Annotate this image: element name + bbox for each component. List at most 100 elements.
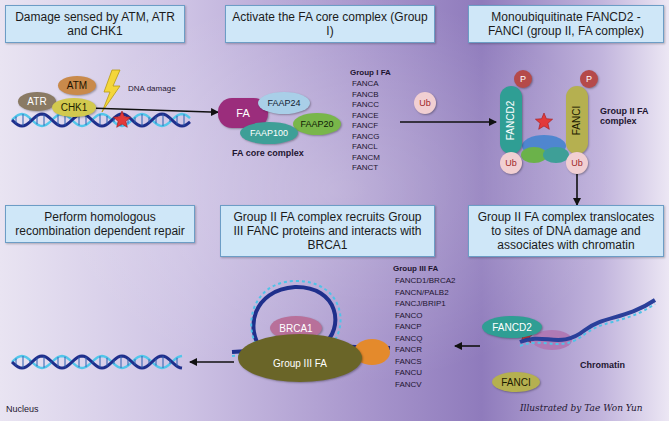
base-pair: [142, 114, 143, 126]
capsule-shape: FANCI: [566, 86, 588, 154]
circle-shape: Ub: [566, 152, 588, 174]
shape-label: CHK1: [61, 102, 88, 113]
dna-strand: [12, 114, 190, 126]
annotation-label: FANCA: [352, 79, 379, 89]
base-pair: [156, 359, 157, 366]
step-box: Activate the FA core complex (Group I): [225, 5, 435, 43]
annotation-label: FANCN/PALB2: [395, 288, 449, 298]
arrow: [190, 361, 234, 363]
base-pair: [163, 114, 164, 126]
base-pair: [16, 359, 17, 366]
annotation-label: FANCU: [395, 368, 422, 378]
base-pair: [30, 360, 31, 364]
base-pair: [44, 114, 45, 125]
base-pair: [58, 357, 59, 367]
base-pair: [58, 115, 59, 125]
step-text: Monoubiquitinate FANCD2 - FANCI (group I…: [488, 10, 644, 38]
step-text: Group II FA complex recruits Group III F…: [233, 210, 421, 252]
oval-shape: FAAP24: [258, 92, 310, 114]
oval-shape: ATR: [18, 92, 56, 111]
shape-label: FAAP20: [300, 119, 333, 129]
annotation-label: FANCR: [395, 345, 422, 355]
flow-arrow: [576, 174, 578, 205]
base-pair: [86, 115, 87, 125]
step-box: Damage sensed by ATM, ATR and CHK1: [5, 5, 185, 43]
annotation-label: FANCM: [352, 153, 380, 163]
step-box: Group II FA complex translocates to site…: [468, 205, 664, 257]
annotation-label: FANCC: [352, 100, 379, 110]
base-pair: [135, 359, 136, 364]
annotation-label: DNA damage: [128, 84, 176, 94]
base-pair: [114, 360, 115, 364]
base-pair: [121, 356, 122, 368]
annotation-label: FANCQ: [395, 334, 423, 344]
capsule-shape: FANCD2: [500, 86, 522, 154]
base-pair: [149, 359, 150, 364]
annotation-label: FANCV: [395, 380, 422, 390]
annotation-label: Nucleus: [6, 404, 39, 414]
base-pair: [16, 117, 17, 124]
oval-shape: Group III FA: [238, 334, 362, 382]
flow-arrow: [96, 108, 218, 112]
annotation-label: FANCS: [395, 357, 422, 367]
base-pair: [114, 118, 115, 122]
annotation-label: FANCP: [395, 322, 422, 332]
annotation-label: FA core complex: [232, 148, 304, 158]
damage-star: [535, 113, 552, 129]
circle-shape: Ub: [500, 152, 522, 174]
dna-strand: [12, 114, 190, 126]
shape-label: FANCD2: [492, 322, 531, 333]
dna-strand: [12, 356, 182, 368]
circle-shape: P: [514, 70, 532, 88]
shape-label: P: [586, 74, 592, 84]
base-pair: [100, 114, 101, 125]
base-pair: [44, 356, 45, 367]
base-pair: [37, 358, 38, 366]
base-pair: [107, 116, 108, 124]
base-pair: [37, 116, 38, 124]
shape-label: FAAP24: [267, 98, 300, 108]
annotation-label: FANCJ/BRIP1: [395, 299, 446, 309]
base-pair: [23, 356, 24, 368]
chromatin-strand: [520, 300, 655, 342]
dna-strand: [12, 356, 182, 368]
shape-label: FANCD2: [506, 100, 517, 139]
shape-label: FANCI: [572, 105, 583, 134]
shape-label: Ub: [419, 98, 431, 108]
base-pair: [79, 357, 80, 368]
annotation-label: Chromatin: [580, 360, 625, 370]
base-pair: [93, 361, 94, 363]
base-pair: [163, 356, 164, 368]
arrow: [455, 345, 480, 347]
base-pair: [156, 117, 157, 124]
base-pair: [135, 117, 136, 122]
base-pair: [170, 118, 171, 122]
base-pair: [184, 114, 185, 125]
damage-star: [113, 111, 130, 127]
shape-label: FANCI: [501, 377, 530, 388]
oval-shape: FAAP100: [240, 122, 298, 144]
annotation-label: FANCO: [395, 311, 423, 321]
base-pair: [23, 114, 24, 126]
base-pair: [100, 356, 101, 367]
base-pair: [177, 358, 178, 366]
base-pair: [170, 360, 171, 364]
annotation-label: Illustrated by Tae Won Yun: [520, 403, 643, 413]
annotation-label: Group II FA complex: [600, 106, 660, 126]
shape-label: Ub: [571, 158, 583, 168]
circle-shape: Ub: [414, 92, 436, 114]
step-text: Activate the FA core complex (Group I): [232, 10, 427, 38]
circle-shape: P: [580, 70, 598, 88]
base-pair: [93, 119, 94, 121]
base-pair: [65, 357, 66, 368]
base-pair: [51, 119, 52, 121]
step-text: Perform homologous recombination depende…: [15, 210, 184, 238]
shape-label: Group III FA: [273, 358, 327, 369]
shape-label: FAAP100: [250, 128, 288, 138]
annotation-label: FANCL: [352, 142, 378, 152]
oval-shape: FAAP20: [293, 113, 341, 135]
annotation-label: FANCB: [352, 90, 379, 100]
shape-label: P: [520, 74, 526, 84]
base-pair: [128, 359, 129, 366]
